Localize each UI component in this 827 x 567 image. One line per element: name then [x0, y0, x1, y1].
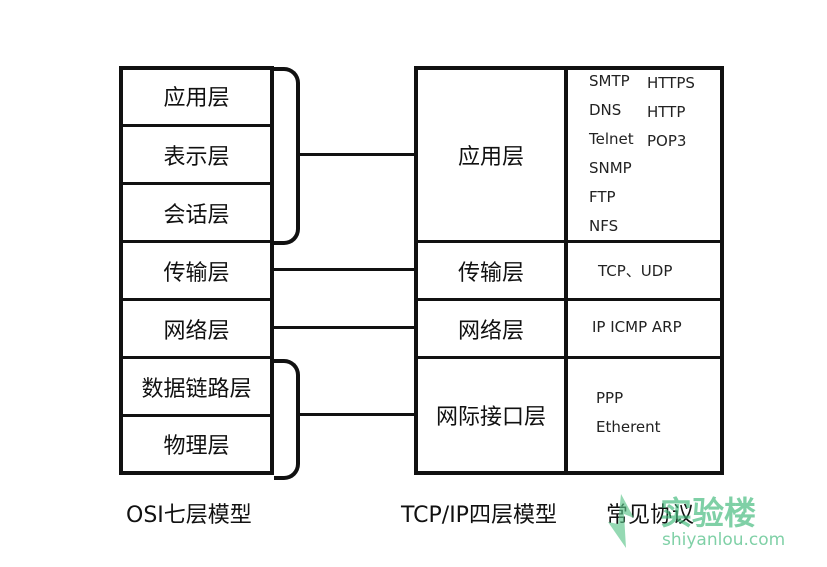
- osi-presentation-layer: 表示层: [163, 144, 230, 170]
- protocol-network: IP ICMP ARP: [592, 318, 682, 336]
- tcpip-column-divider: [564, 66, 568, 475]
- osi-divider: [119, 356, 274, 359]
- osi-divider: [119, 240, 274, 243]
- osi-session-layer: 会话层: [163, 202, 230, 228]
- tcpip-application-layer: 应用层: [457, 145, 524, 170]
- osi-physical-layer: 物理层: [163, 434, 230, 459]
- tcpip-divider: [414, 240, 724, 243]
- connector-network: [274, 326, 415, 329]
- osi-divider: [119, 182, 274, 185]
- protocol-snmp: SNMP: [589, 159, 632, 177]
- osi-data-link-layer: 数据链路层: [141, 376, 252, 402]
- tcpip-link-layer: 网际接口层: [435, 405, 546, 430]
- shiyanlou-logo-icon: [604, 492, 638, 550]
- tcpip-divider: [414, 356, 724, 359]
- tcpip-transport-layer: 传输层: [457, 260, 524, 286]
- protocol-ppp: PPP: [596, 389, 624, 407]
- watermark-brand: 实验楼: [660, 494, 757, 532]
- tcpip-stack: [414, 66, 724, 475]
- tcpip-caption: TCP/IP四层模型: [401, 503, 557, 528]
- protocol-telnet: Telnet: [589, 130, 634, 148]
- protocol-ethernet: Etherent: [596, 418, 661, 436]
- protocol-dns: DNS: [589, 101, 622, 119]
- watermark-url: shiyanlou.com: [662, 530, 786, 550]
- connector-application: [300, 153, 415, 156]
- protocol-pop3: POP3: [647, 132, 687, 150]
- osi-network-layer: 网络层: [163, 318, 230, 344]
- protocol-transport: TCP、UDP: [598, 262, 673, 280]
- osi-divider: [119, 414, 274, 417]
- osi-upper-brace: [274, 67, 300, 245]
- protocol-nfs: NFS: [589, 217, 619, 235]
- protocol-http: HTTP: [647, 103, 686, 121]
- connector-link: [298, 413, 415, 416]
- tcpip-divider: [414, 298, 724, 301]
- osi-application-layer: 应用层: [163, 86, 230, 111]
- osi-divider: [119, 298, 274, 301]
- tcpip-network-layer: 网络层: [457, 318, 524, 344]
- osi-transport-layer: 传输层: [163, 260, 230, 286]
- osi-divider: [119, 124, 274, 127]
- osi-caption: OSI七层模型: [126, 503, 252, 528]
- protocol-https: HTTPS: [647, 74, 695, 92]
- protocol-ftp: FTP: [589, 188, 616, 206]
- protocol-smtp: SMTP: [589, 72, 630, 90]
- osi-stack: [119, 66, 274, 475]
- osi-lower-brace: [274, 359, 300, 480]
- connector-transport: [274, 268, 415, 271]
